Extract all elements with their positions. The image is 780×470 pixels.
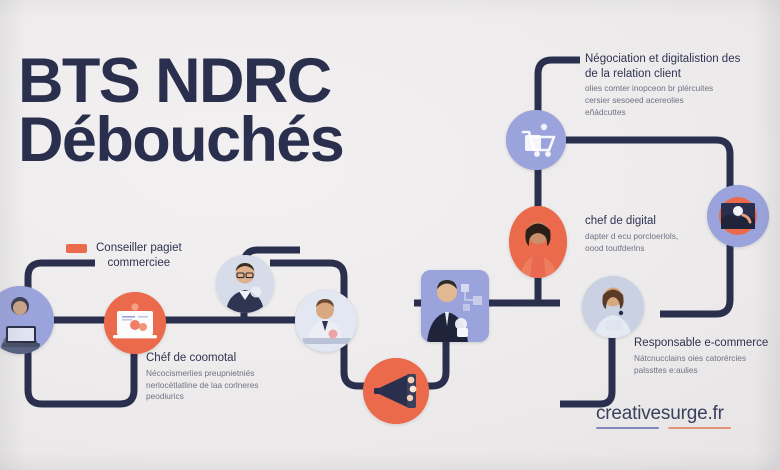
callout-chef-de-digital-title: chef de digital	[585, 215, 656, 227]
node-handshake-right[interactable]	[707, 185, 769, 247]
watermark-rule-left	[596, 427, 659, 429]
node-megaphone[interactable]	[363, 358, 429, 424]
callout-chef-de-coomotal-title: Chéf de coomotal	[146, 352, 237, 364]
title-line-2: Débouchés	[18, 104, 345, 175]
node-person-woman-right[interactable]	[582, 276, 644, 338]
callout-responsable-ecommerce: Responsable e-commerce Nátcnucclains oie…	[634, 336, 780, 376]
legend-swatch	[66, 244, 87, 253]
callout-negociation-title: Négociation et digitalistion des de la r…	[585, 53, 741, 80]
person-at-desk-avatar	[295, 290, 357, 352]
legend-label: Conseiller pagiet commerciee	[96, 242, 182, 269]
person-with-laptop-avatar	[0, 286, 54, 354]
watermark-text: creativesurge.fr	[596, 403, 724, 424]
callout-negociation: Négociation et digitalistion des de la r…	[585, 52, 775, 119]
person-with-tablet-avatar	[421, 270, 489, 342]
wire-left-loop	[24, 259, 138, 408]
watermark-rules	[596, 427, 731, 429]
wire-top-heading	[534, 56, 580, 150]
callout-negociation-body: olies comter inopceon br plércuites cers…	[585, 83, 714, 117]
node-person-desk[interactable]	[295, 290, 357, 352]
watermark-logo[interactable]: creativesurge.fr	[596, 404, 731, 429]
megaphone-icon	[363, 358, 429, 424]
watermark-rule-right	[668, 427, 731, 429]
person-portrait-avatar	[509, 206, 567, 278]
shopping-cart-icon	[506, 110, 566, 170]
node-person-tablet-center[interactable]	[421, 270, 489, 342]
legend-conseiller: Conseiller pagiet commerciee	[66, 241, 182, 271]
wire-megaphone-center	[398, 330, 450, 390]
callout-chef-de-coomotal-body: Nécocismerlies preupnietniés nerlocétlat…	[146, 367, 259, 402]
node-laptop-card[interactable]	[104, 292, 166, 354]
callout-responsable-ecommerce-body: Nátcnucclains oies catorércies palssttes…	[634, 352, 747, 375]
callout-responsable-ecommerce-title: Responsable e-commerce	[634, 337, 769, 349]
wire-lower-right	[560, 360, 616, 408]
node-person-glasses[interactable]	[216, 255, 274, 313]
laptop-illustration-icon	[104, 292, 166, 354]
callout-chef-de-digital-body: dapter d ecu porcloerlols, oood toutfder…	[585, 230, 679, 253]
node-cart-top[interactable]	[506, 110, 566, 170]
node-person-orange[interactable]	[509, 206, 567, 278]
title-line-1: BTS NDRC	[18, 46, 332, 116]
callout-chef-de-digital: chef de digital dapter d ecu porcloerlol…	[585, 214, 760, 254]
callout-chef-de-coomotal: Chéf de coomotal Nécocismerlies preupnie…	[146, 351, 311, 403]
node-person-laptop-left[interactable]	[0, 286, 54, 354]
person-glasses-avatar	[216, 255, 274, 313]
page-title: BTS NDRC Débouchés	[18, 46, 498, 175]
person-woman-avatar	[582, 276, 644, 338]
handshake-photo-icon	[707, 185, 769, 247]
